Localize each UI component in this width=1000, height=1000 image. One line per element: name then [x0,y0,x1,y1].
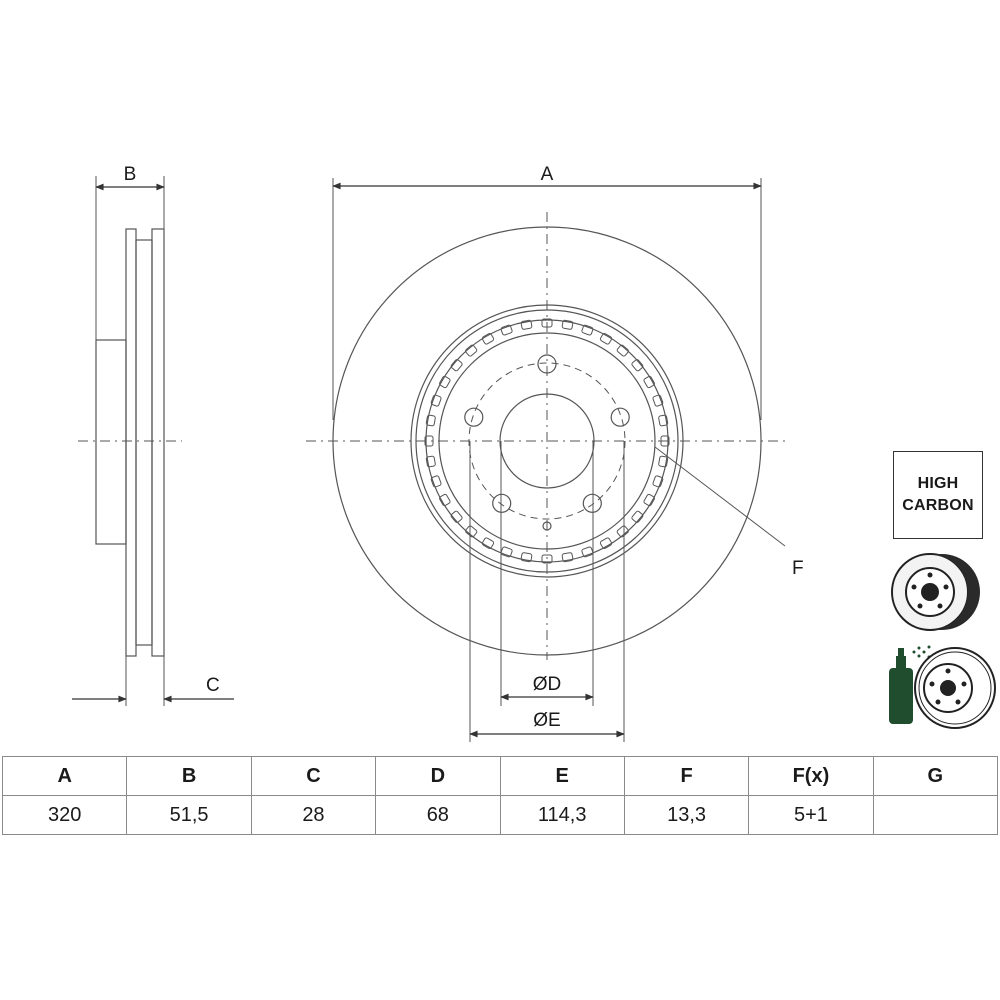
vent-hole [450,359,463,372]
vent-hole [599,537,613,549]
vent-hole [465,344,478,357]
vent-hole [652,475,664,488]
vent-hole [631,359,644,372]
header-fx: F(x) [748,756,874,796]
vent-hole [439,493,451,507]
value-g [872,795,999,835]
vent-hole [450,510,463,523]
vent-hole [481,333,495,345]
vent-hole [658,414,669,427]
header-d: D [375,756,501,796]
vent-hole [465,525,478,538]
dimension-c: C [72,675,234,703]
vent-hole [581,324,594,336]
value-f: 13,3 [623,795,750,835]
high-carbon-badge: HIGH CARBON [893,451,983,539]
value-e: 114,3 [499,795,625,835]
value-c: 28 [250,795,377,835]
header-f: F [623,756,750,796]
vent-hole [439,375,451,389]
vent-hole [430,394,442,407]
coated-disc-icon [889,645,996,729]
label-d: ØD [533,674,562,695]
vent-hole [520,552,533,563]
vent-hole [643,493,655,507]
vent-hole [561,552,574,563]
dimension-e: ØE [469,710,625,738]
dimension-b: B [95,164,165,191]
header-g: G [872,756,999,796]
bolt-holes [464,354,630,513]
dimension-d: ØD [500,674,594,701]
header-e: E [499,756,625,796]
header-a: A [1,756,128,796]
label-b: B [124,164,137,185]
bolt-hole [464,407,484,427]
badge-line-1: HIGH [917,475,959,492]
vent-hole [500,324,513,336]
spec-table: A B C D E F F(x) G 320 51,5 28 68 114,3 … [1,756,999,835]
front-view [306,178,790,742]
vent-hole [541,554,553,564]
bolt-hole [492,493,512,513]
vented-disc-icon [891,553,980,631]
vent-hole [520,319,533,330]
vent-hole [631,510,644,523]
label-f: F [792,558,804,579]
vent-hole [616,344,629,357]
brake-disc-drawing: B C A ØD Ø [72,164,996,742]
vent-hole [581,546,594,558]
vent-hole [430,475,442,488]
vent-hole [561,319,574,330]
value-fx: 5+1 [748,795,874,835]
vent-hole [425,414,436,427]
spec-header-row: A B C D E F F(x) G [1,756,999,796]
vent-hole [652,394,664,407]
bolt-hole [582,493,602,513]
label-a: A [541,164,554,185]
value-d: 68 [375,795,501,835]
header-c: C [250,756,377,796]
bolt-hole [610,407,630,427]
label-c: C [206,675,220,696]
label-e: ØE [533,710,560,731]
value-a: 320 [1,795,128,835]
vent-hole [643,375,655,389]
spec-value-row: 320 51,5 28 68 114,3 13,3 5+1 [1,795,999,835]
vent-hole [658,455,669,468]
vent-hole [599,333,613,345]
vent-hole [616,525,629,538]
header-b: B [126,756,252,796]
side-view [78,176,182,706]
vent-hole [500,546,513,558]
vent-hole [481,537,495,549]
badge-line-2: CARBON [902,497,974,514]
vent-holes [424,318,670,564]
dimension-a: A [332,164,762,190]
value-b: 51,5 [126,795,252,835]
vent-hole [425,455,436,468]
